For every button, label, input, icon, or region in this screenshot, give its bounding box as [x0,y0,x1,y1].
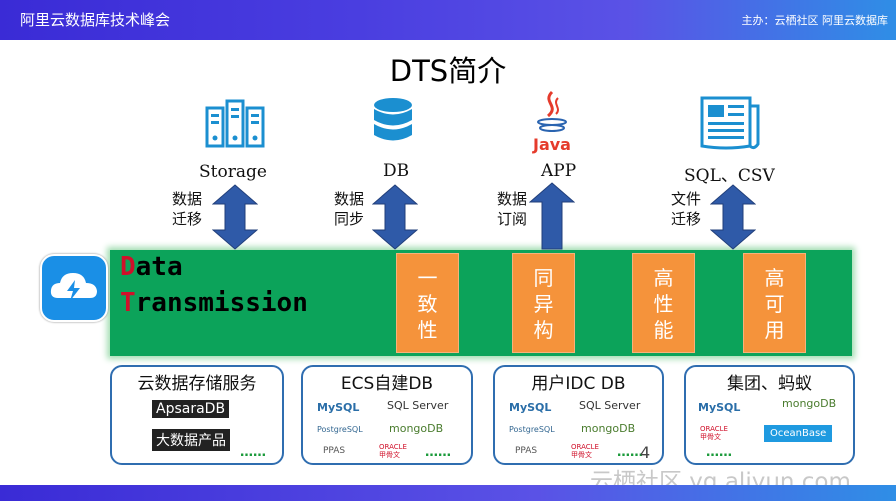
logo-mysql: MySQL [698,401,741,414]
product-rest-ransmission: ransmission [135,288,308,318]
logo-mongodb: mongoDB [581,422,636,435]
slide-title: DTS简介 [389,54,507,88]
double-arrow-icon [710,184,756,250]
dts-band [110,250,852,356]
page-number: 4 [640,443,651,462]
double-arrow-icon [372,184,418,250]
arrow-label-sync: 数据 同步 [334,190,365,228]
logo-mysql: MySQL [509,401,552,414]
more-ellipsis: …… [617,445,643,460]
conference-title: 阿里云数据库技术峰会 [20,11,171,29]
product-rest-ata: ata [135,252,183,282]
logo-oceanbase: OceanBase [764,425,833,442]
product-cap-d: D [120,252,136,282]
more-ellipsis: …… [425,445,451,460]
logo-oracle: ORACLE 甲骨文 [700,425,728,441]
dts-cloud-logo [40,254,108,322]
more-ellipsis: …… [706,445,732,460]
target-idc-db: 用户IDC DB MySQL SQL Server PostgreSQL mon… [493,365,664,465]
footer-bar [0,485,896,501]
feature-performance: 高 性 能 [632,253,695,353]
logo-ppas: PPAS [323,446,346,456]
target-title: 用户IDC DB [531,374,626,394]
feature-heterogeneous: 同 异 构 [512,253,575,353]
target-title: 云数据存储服务 [137,374,257,394]
target-ecs-db: ECS自建DB MySQL SQL Server PostgreSQL mong… [301,365,473,465]
feature-availability: 高 可 用 [743,253,806,353]
document-icon [700,96,760,150]
logo-postgresql: PostgreSQL [317,425,363,434]
arrow-label-migration: 数据 迁移 [172,190,203,228]
svg-text:Java: Java [532,135,571,154]
logo-ppas: PPAS [515,446,538,456]
logo-mysql: MySQL [317,401,360,414]
product-name-line1: Data [120,252,183,282]
target-title: ECS自建DB [340,374,434,394]
target-group-ant: 集团、蚂蚁 MySQL mongoDB ORACLE 甲骨文 OceanBase… [684,365,855,465]
server-rack-icon [205,99,265,148]
logo-mongodb: mongoDB [389,422,444,435]
sponsor-text: 主办：云栖社区 阿里云数据库 [741,14,889,27]
target-title: 集团、蚂蚁 [727,374,812,394]
logo-postgresql: PostgreSQL [509,425,555,434]
target-cloud-storage: 云数据存储服务 ApsaraDB 大数据产品 …… [110,365,284,465]
chip-bigdata: 大数据产品 [152,429,230,451]
logo-oracle: ORACLE 甲骨文 [379,443,407,459]
source-label-storage: Storage [199,162,267,182]
double-arrow-icon [212,184,258,250]
logo-oracle: ORACLE 甲骨文 [571,443,599,459]
up-arrow-icon [529,182,575,250]
logo-mongodb: mongoDB [782,397,837,410]
more-ellipsis: …… [240,445,266,460]
arrow-label-file-migration: 文件 迁移 [671,190,702,228]
database-icon [374,98,412,141]
feature-consistency: 一 致 性 [396,253,459,353]
logo-sqlserver: SQL Server [387,399,449,412]
product-name-line2: Transmission [120,288,308,318]
product-cap-t: T [120,288,136,318]
source-label-db: DB [383,161,410,181]
source-label-sql-csv: SQL、CSV [684,166,775,186]
chip-apsaradb: ApsaraDB [152,400,230,418]
header-bar: 阿里云数据库技术峰会 主办：云栖社区 阿里云数据库 [0,0,896,40]
java-icon: Java [532,90,571,154]
logo-sqlserver: SQL Server [579,399,641,412]
arrow-label-subscribe: 数据 订阅 [497,190,528,228]
source-label-app: APP [541,161,577,181]
